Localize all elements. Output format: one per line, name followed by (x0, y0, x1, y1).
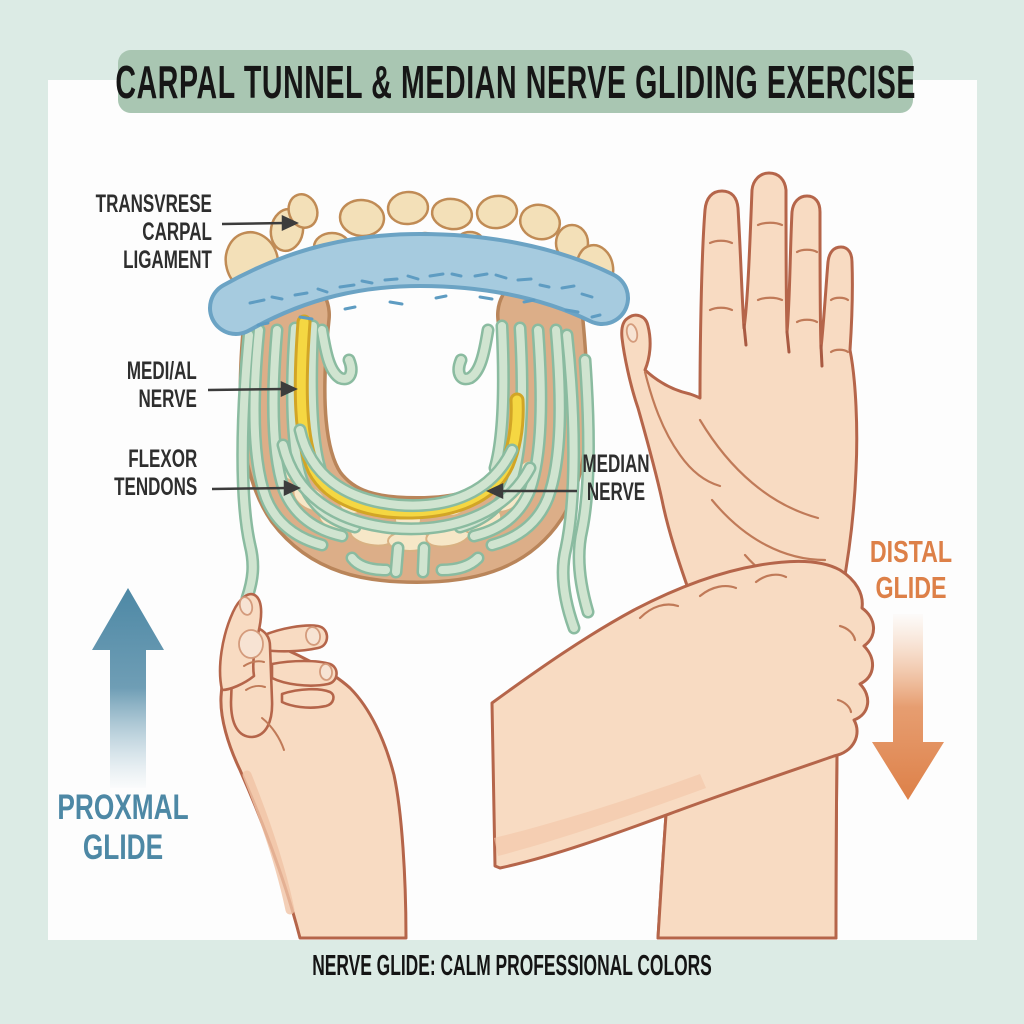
poster-caption: NERVE GLIDE: CALM PROFESSIONAL COLORS (312, 950, 712, 982)
carpal-tunnel-cross-section (207, 190, 630, 635)
tendon-arcs (276, 423, 537, 536)
title-banner: CARPAL TUNNEL & MEDIAN NERVE GLIDING EXE… (115, 50, 916, 113)
transverse-carpal-ligament-graphic (208, 231, 630, 336)
down-arrow-icon (872, 614, 944, 800)
grip-knuckle-creases (638, 573, 857, 714)
label-distal-glide: DISTAL GLIDE (869, 534, 953, 605)
label-flexor-tendons: FLEXOR TENDONS (113, 445, 197, 501)
grip-hand-graphic (490, 559, 875, 870)
flexor-tendons-graphic (236, 319, 595, 635)
grip-arm-shading (494, 774, 706, 856)
median-nerve-right-callout-arrow (486, 483, 577, 499)
ligament-texture-dashes (248, 272, 602, 327)
right-thumb-nail (625, 323, 639, 343)
transverse-callout-arrow (221, 215, 299, 231)
callout-arrows (207, 215, 577, 499)
left-hand-shading (242, 770, 295, 915)
label-medial-nerve: MEDI/AL NERVE (127, 357, 197, 413)
flexor-tendons-callout-arrow (211, 480, 301, 496)
left-hand-graphic (218, 592, 408, 940)
medial-nerve-callout-arrow (207, 381, 298, 397)
label-proximal-glide: PROXMAL GLIDE (57, 788, 189, 867)
finger-base-creases (742, 323, 824, 368)
up-arrow-icon (92, 588, 164, 788)
label-median-nerve: MEDIAN NERVE (582, 450, 650, 506)
label-transverse-carpal-ligament: TRANSVRESE CARPAL LIGAMENT (95, 190, 212, 274)
poster-title: CARPAL TUNNEL & MEDIAN NERVE GLIDING EXE… (115, 55, 916, 108)
left-hand-creases (243, 660, 285, 751)
left-hand-nails (238, 596, 333, 681)
right-hand-graphic (490, 171, 875, 940)
